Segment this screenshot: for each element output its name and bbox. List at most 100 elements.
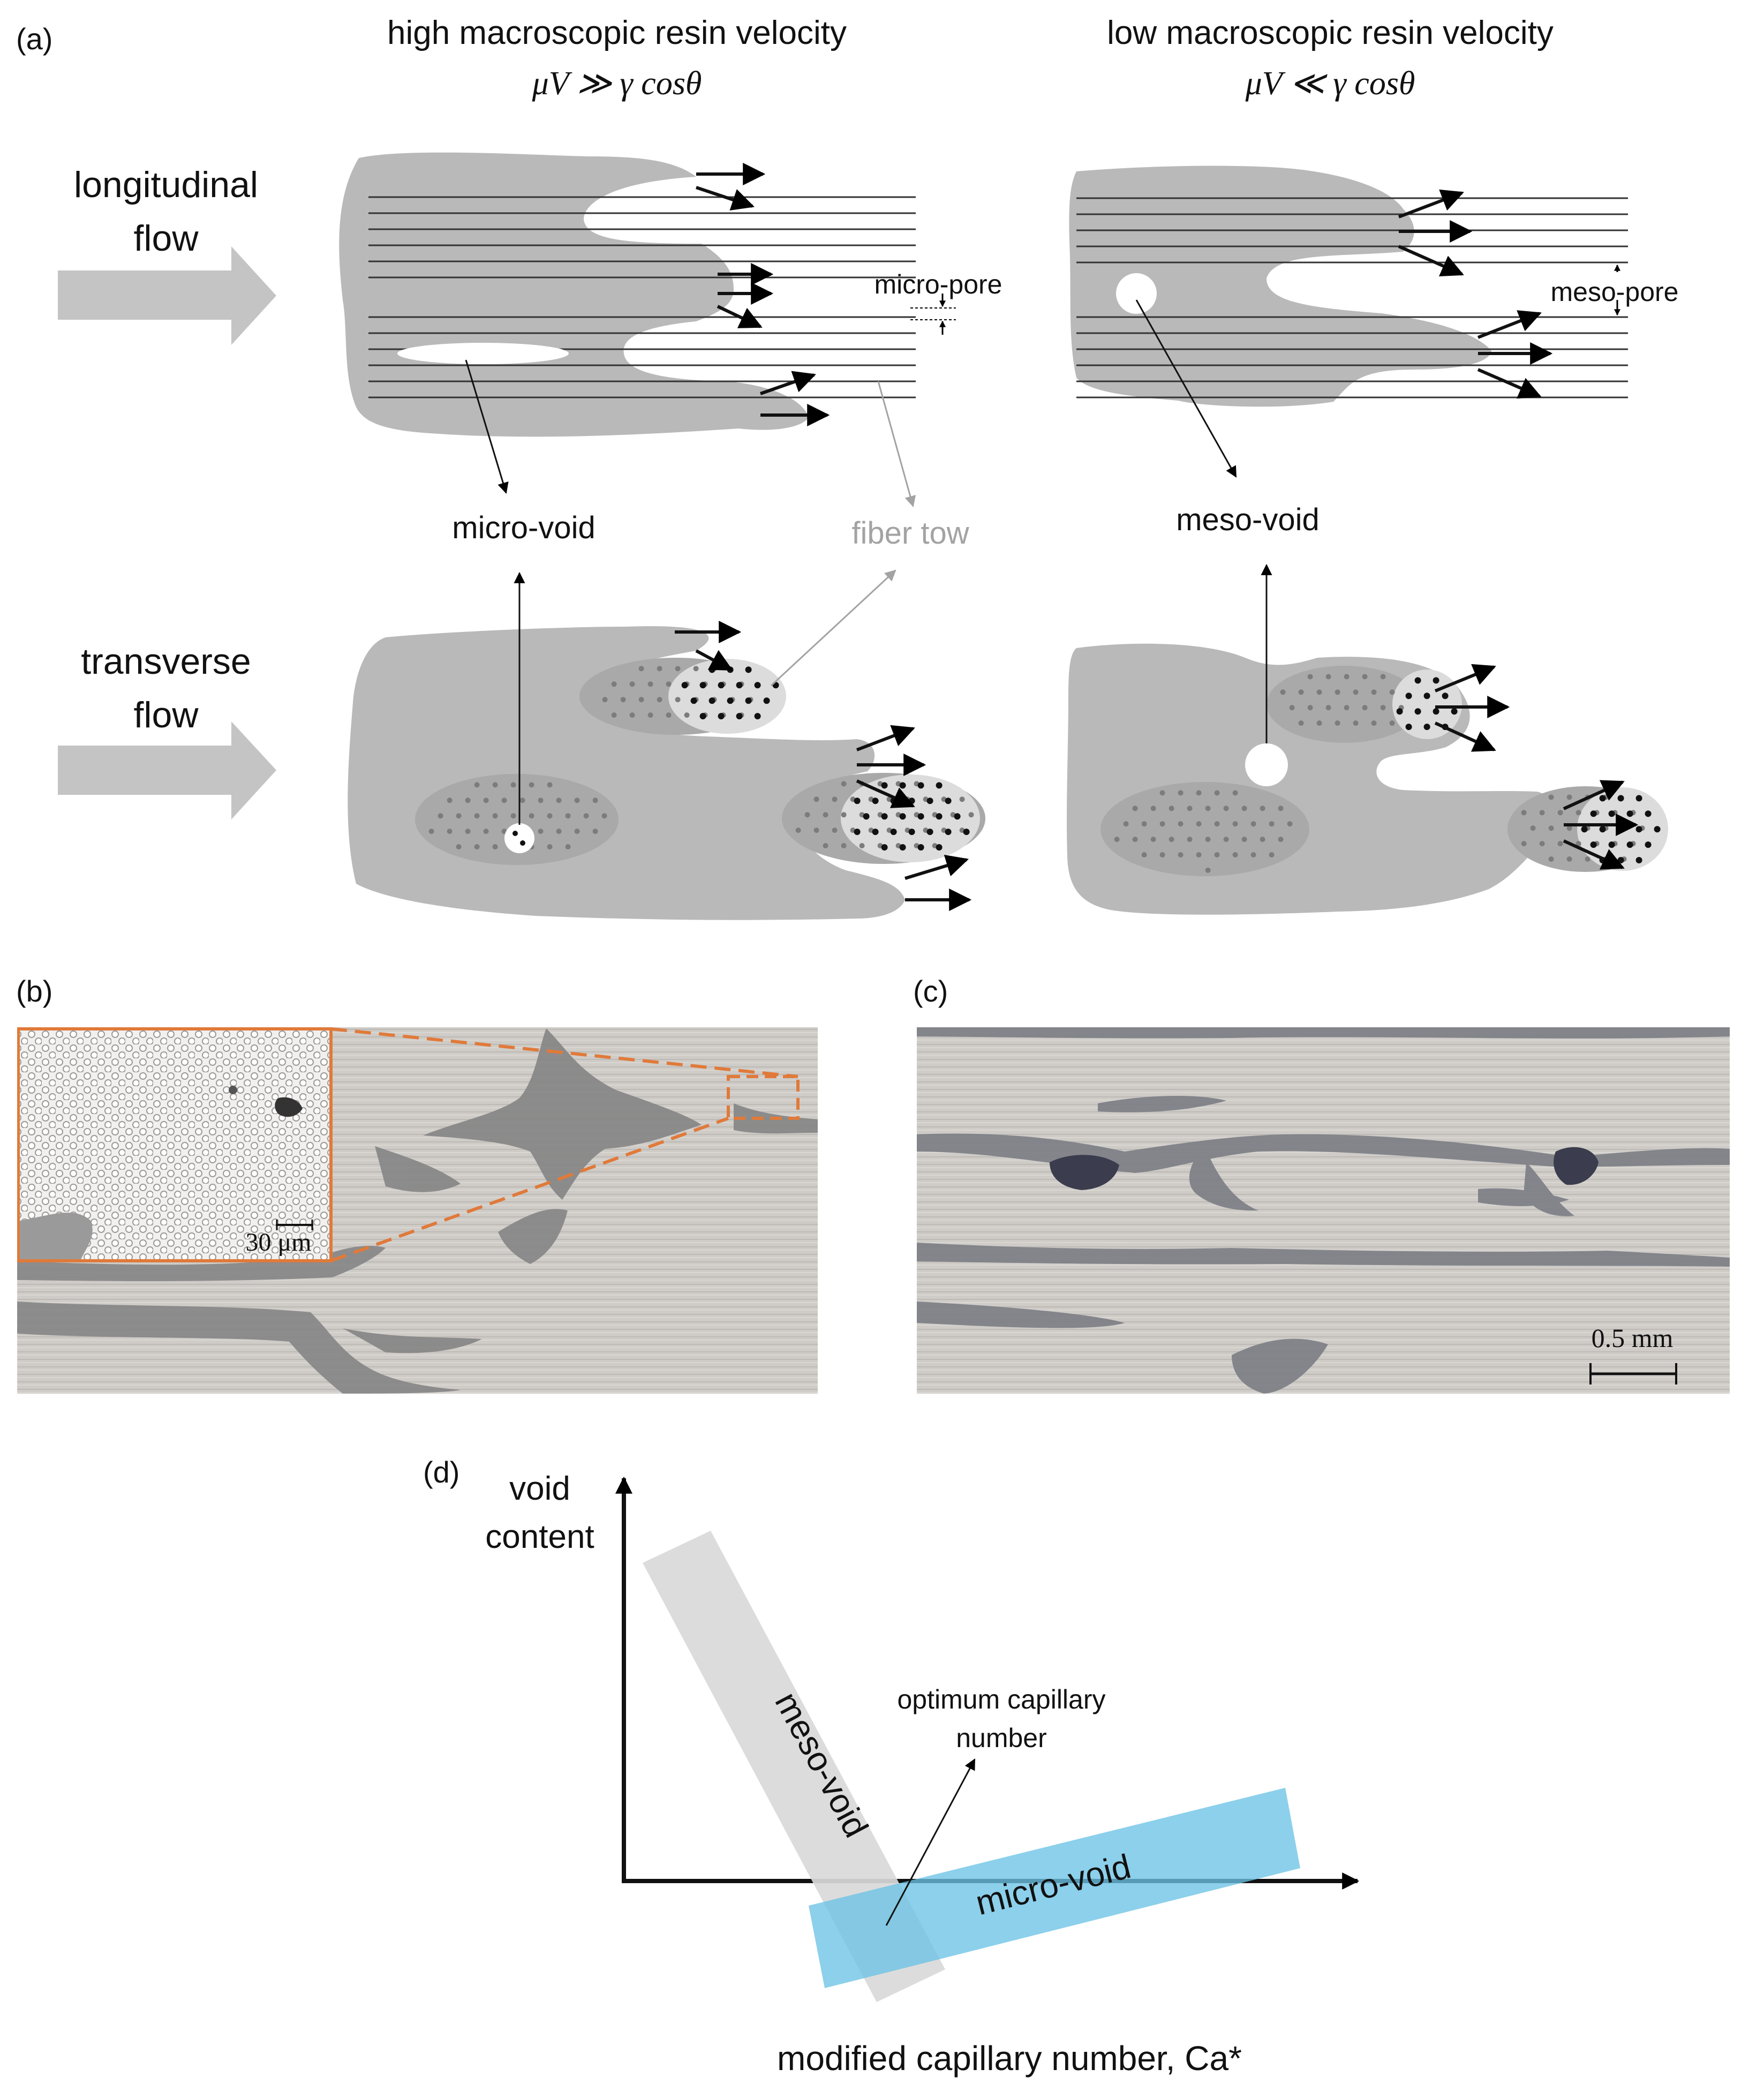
fiber-dot — [754, 713, 761, 720]
fiber-dot — [1362, 674, 1368, 680]
fiber-dot — [1635, 857, 1642, 863]
fiber-dot — [1232, 821, 1238, 827]
col-low-formula: μV ≪ γ cosθ — [1245, 65, 1415, 102]
void-dark-right — [1554, 1147, 1599, 1185]
fiber-dot — [1187, 837, 1193, 842]
fiber-dot — [917, 844, 924, 851]
fiber-dot — [699, 682, 706, 689]
resin-front — [1069, 165, 1491, 407]
fiber-dot — [1566, 794, 1572, 800]
fiber-dot — [675, 697, 681, 703]
fiber-in-void — [520, 840, 525, 846]
fiber-dot — [1278, 806, 1284, 811]
fiber-dot — [1635, 795, 1642, 802]
void-dark-left — [1050, 1155, 1119, 1190]
fiber-dot — [1150, 806, 1156, 811]
fiber-dot — [745, 666, 752, 673]
y-axis-label-line2: content — [485, 1518, 594, 1555]
fiber-dot — [1169, 806, 1174, 811]
fiber-dot — [1599, 795, 1606, 802]
fiber-dot — [1548, 856, 1554, 862]
fiber-dot — [945, 798, 952, 804]
fiber-dot — [592, 798, 598, 803]
fiber-dot — [890, 829, 897, 836]
fiber-dot — [1123, 821, 1129, 827]
fiber-dot — [1617, 857, 1624, 863]
fiber-dot — [899, 844, 906, 851]
fiber-dot — [1414, 677, 1421, 684]
fiber-dot — [428, 829, 434, 834]
fiber-dot — [1114, 837, 1120, 842]
fiber-dot — [465, 798, 471, 803]
fiber-dot — [881, 844, 888, 851]
fiber-dot — [1307, 705, 1313, 711]
col-low-title: low macroscopic resin velocity — [1107, 14, 1554, 51]
fiber-dot — [813, 827, 819, 833]
fiber-dot — [1132, 837, 1138, 842]
fiber-dot — [699, 713, 706, 720]
fiber-dots — [1114, 674, 1661, 873]
fiber-dot — [629, 712, 635, 718]
fiber-dot — [1214, 790, 1220, 796]
fiber-dot — [1548, 825, 1554, 831]
fiber-dot — [1590, 810, 1597, 817]
fiber-dot — [1205, 867, 1211, 873]
fiber-dot — [1316, 689, 1322, 695]
resin-rich-regions — [917, 1027, 1730, 1394]
fiber-dot — [1205, 837, 1211, 842]
fiber-dot — [1635, 826, 1642, 833]
fiber-dot — [804, 812, 810, 818]
fiber-dot — [1232, 790, 1238, 796]
fiber-dot — [1325, 674, 1331, 680]
fiber-dots — [428, 666, 974, 851]
fiber-dot — [945, 829, 952, 836]
fiber-dot — [754, 682, 761, 689]
y-axis-label-line1: void — [509, 1470, 570, 1507]
panel-b: (b) 30 μm — [16, 974, 818, 1394]
fiber-dot — [872, 829, 879, 836]
fiber-dot — [492, 782, 498, 788]
fiber-dot — [763, 697, 770, 704]
fiber-dot — [1617, 826, 1624, 833]
fiber-dot — [565, 813, 571, 819]
fiber-dot — [474, 782, 480, 788]
fiber-dot — [1196, 852, 1202, 857]
fiber-dot — [474, 813, 480, 819]
longitudinal-low-diagram: meso-pore — [1069, 165, 1679, 478]
fiber-dot — [1250, 852, 1256, 857]
micro-void-shape — [397, 343, 569, 364]
fiber-dot — [1132, 806, 1138, 811]
fiber-dot — [693, 666, 699, 672]
fiber-dot — [492, 813, 498, 819]
fiber-dot — [1389, 720, 1395, 726]
fiber-dot — [926, 829, 933, 836]
fiber-dot — [718, 713, 725, 720]
fiber-dot — [1298, 689, 1304, 695]
zoom-line-top — [330, 1027, 798, 1078]
fiber-dot — [1178, 790, 1183, 796]
meso-void-band — [643, 1531, 945, 2002]
fiber-dot — [1214, 852, 1220, 857]
fiber-dot — [684, 712, 690, 718]
fiber-dot — [708, 697, 715, 704]
fiber-dot — [1287, 821, 1293, 827]
fiber-dot — [1298, 720, 1304, 726]
fiber-dot — [859, 843, 865, 848]
inset-details — [18, 1086, 303, 1261]
panel-c-label: (c) — [913, 974, 948, 1008]
fiber-dot — [602, 697, 608, 703]
fiber-dot — [1344, 674, 1350, 680]
fiber-dot — [1178, 821, 1183, 827]
fiber-dot — [1223, 837, 1229, 842]
fiber-tow-bottom-right-dry — [841, 774, 980, 862]
fiber-dot — [1575, 841, 1581, 847]
micrograph-c-background — [917, 1027, 1730, 1394]
fiber-dot — [854, 829, 861, 836]
fiber-dot — [565, 844, 571, 849]
panel-d: (d) void content modified capillary numb… — [423, 1455, 1360, 2078]
fiber-dot — [1371, 720, 1377, 726]
fiber-dot — [1269, 852, 1275, 857]
fiber-dot — [908, 829, 915, 836]
fiber-tow-bottom-left — [415, 774, 619, 865]
